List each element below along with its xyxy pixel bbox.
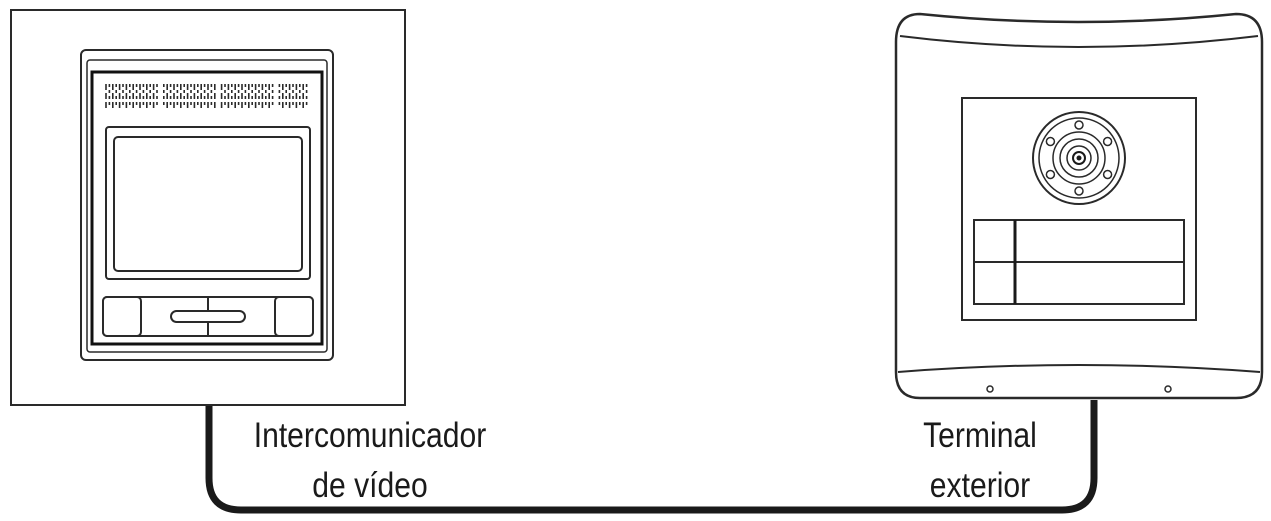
mounting-screw-left <box>986 385 994 393</box>
right-button <box>274 296 314 337</box>
camera-led <box>1102 136 1113 147</box>
camera-icon <box>1032 111 1126 205</box>
camera-led <box>1102 169 1113 180</box>
camera-led <box>1045 136 1056 147</box>
speaker-grille <box>105 84 308 108</box>
camera-led <box>1074 186 1084 196</box>
video-intercom-label-line1: Intercomunicador <box>253 416 487 455</box>
terminal-top-edge <box>899 35 1259 48</box>
connection-cable <box>205 400 1098 514</box>
mounting-screw-right <box>1164 385 1172 393</box>
terminal-bottom-edge <box>897 364 1261 373</box>
video-intercom-unit <box>10 9 406 406</box>
center-button-slot <box>170 310 246 323</box>
outdoor-terminal-unit <box>894 12 1264 400</box>
camera-led <box>1045 169 1056 180</box>
outdoor-terminal-label-line2: exterior <box>929 466 1031 505</box>
outdoor-terminal-label-line1: Terminal <box>923 416 1037 455</box>
video-intercom-label-line2: de vídeo <box>312 466 428 505</box>
camera-led <box>1074 120 1084 130</box>
screen-display <box>113 136 303 272</box>
left-button <box>102 296 142 337</box>
